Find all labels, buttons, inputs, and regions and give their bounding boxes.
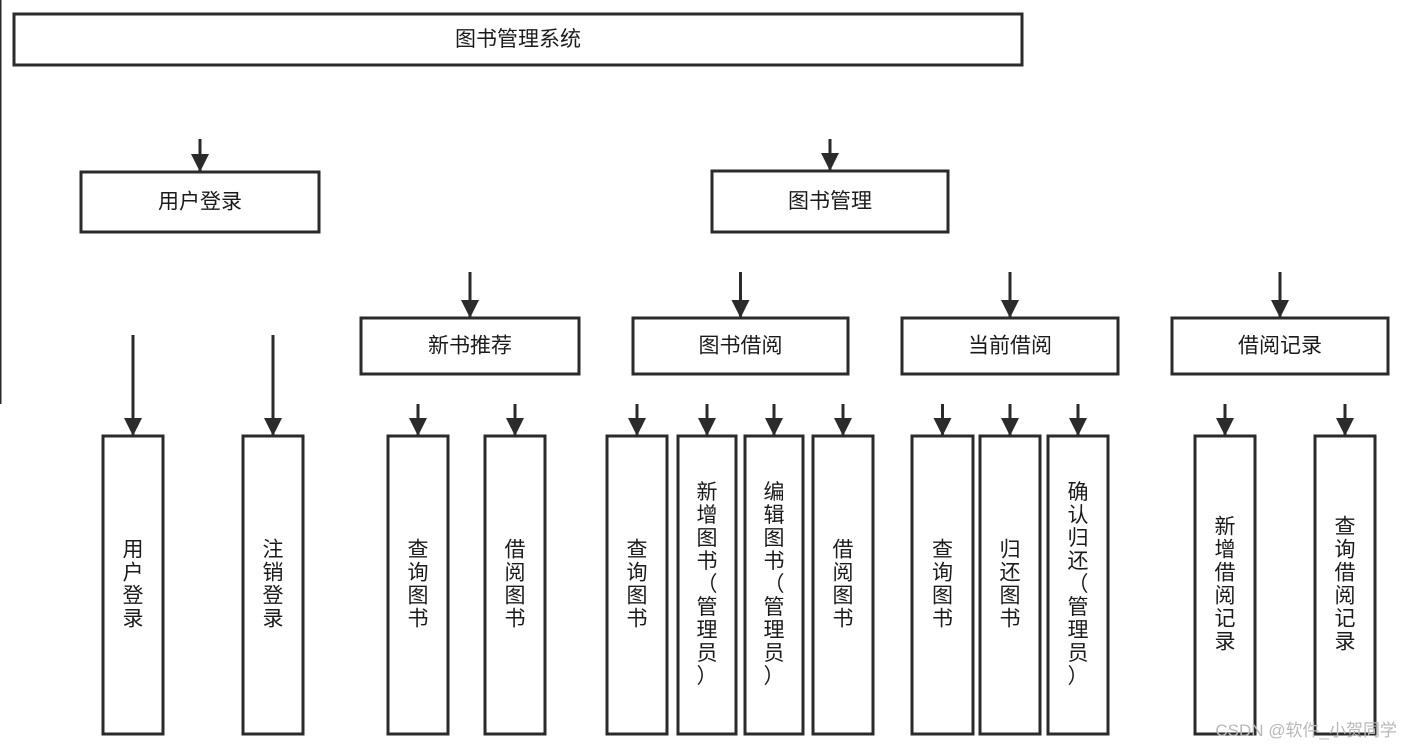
node-label: 新书推荐 bbox=[428, 335, 512, 358]
node-box bbox=[12, 12, 1024, 67]
arrow-head bbox=[1216, 418, 1234, 436]
node-label: 查询图书 bbox=[932, 538, 953, 630]
node-box bbox=[676, 434, 738, 736]
arrow-head bbox=[191, 154, 209, 172]
node-current-borrow[interactable]: 当前借阅 bbox=[900, 316, 1120, 376]
node-current-confirm-return[interactable]: 确认归还（管理员） bbox=[1046, 434, 1110, 736]
arrow-head bbox=[409, 418, 427, 436]
node-label: 借阅图书 bbox=[505, 538, 526, 630]
node-new-book-recommend[interactable]: 新书推荐 bbox=[359, 316, 581, 376]
arrow-head bbox=[1001, 300, 1019, 318]
node-label: 查询图书 bbox=[627, 538, 648, 630]
node-label: 注销登录 bbox=[263, 538, 284, 630]
node-box bbox=[1313, 434, 1377, 736]
node-box bbox=[241, 434, 305, 736]
node-book-borrow[interactable]: 图书借阅 bbox=[631, 316, 850, 376]
node-book-manage[interactable]: 图书管理 bbox=[710, 169, 950, 234]
node-root[interactable]: 图书管理系统 bbox=[12, 12, 1024, 67]
node-label: 用户登录 bbox=[158, 191, 242, 214]
node-box bbox=[359, 316, 581, 376]
node-box bbox=[631, 316, 850, 376]
arrow-head bbox=[461, 300, 479, 318]
node-box bbox=[978, 434, 1042, 736]
node-label: 归还图书 bbox=[1000, 538, 1021, 630]
node-user-logout-leaf[interactable]: 注销登录 bbox=[241, 434, 305, 736]
node-borrow-query-book[interactable]: 查询图书 bbox=[605, 434, 669, 736]
arrow-head bbox=[1001, 418, 1019, 436]
node-label: 编辑图书（管理员） bbox=[764, 481, 785, 688]
arrow-head bbox=[698, 418, 716, 436]
node-box bbox=[910, 434, 975, 736]
node-label: 图书借阅 bbox=[699, 335, 783, 358]
node-user-login-leaf[interactable]: 用户登录 bbox=[101, 434, 165, 736]
node-label: 新增借阅记录 bbox=[1215, 515, 1236, 653]
arrow-head bbox=[765, 418, 783, 436]
node-borrow-add-book[interactable]: 新增图书（管理员） bbox=[676, 434, 738, 736]
node-label: 借阅记录 bbox=[1238, 335, 1322, 358]
arrow-head bbox=[1271, 300, 1289, 318]
node-recommend-query-book[interactable]: 查询图书 bbox=[386, 434, 450, 736]
watermark-text: CSDN @软件_小贺同学 bbox=[1215, 721, 1397, 740]
node-record-add[interactable]: 新增借阅记录 bbox=[1193, 434, 1257, 736]
node-user-login[interactable]: 用户登录 bbox=[79, 170, 321, 234]
arrow-head bbox=[1069, 418, 1087, 436]
node-label: 查询图书 bbox=[408, 538, 429, 630]
node-box bbox=[811, 434, 875, 736]
node-box bbox=[605, 434, 669, 736]
node-label: 当前借阅 bbox=[968, 335, 1052, 358]
node-current-return-book[interactable]: 归还图书 bbox=[978, 434, 1042, 736]
node-borrow-record[interactable]: 借阅记录 bbox=[1170, 316, 1390, 376]
node-label: 用户登录 bbox=[123, 538, 144, 630]
arrow-head bbox=[628, 418, 646, 436]
node-borrow-borrow-book[interactable]: 借阅图书 bbox=[811, 434, 875, 736]
node-box bbox=[483, 434, 547, 736]
edges-layer bbox=[0, 0, 1354, 436]
node-record-query[interactable]: 查询借阅记录 bbox=[1313, 434, 1377, 736]
node-label: 查询借阅记录 bbox=[1335, 515, 1356, 653]
node-box bbox=[101, 434, 165, 736]
node-recommend-borrow-book[interactable]: 借阅图书 bbox=[483, 434, 547, 736]
arrow-head bbox=[506, 418, 524, 436]
node-box bbox=[1170, 316, 1390, 376]
node-box bbox=[1193, 434, 1257, 736]
arrow-head bbox=[821, 153, 839, 171]
arrow-head bbox=[264, 418, 282, 436]
arrow-head bbox=[731, 300, 750, 318]
node-borrow-edit-book[interactable]: 编辑图书（管理员） bbox=[743, 434, 805, 736]
arrow-head bbox=[124, 418, 142, 436]
node-box bbox=[386, 434, 450, 736]
node-label: 借阅图书 bbox=[833, 538, 854, 630]
node-label: 新增图书（管理员） bbox=[697, 481, 718, 688]
node-label: 图书管理 bbox=[788, 190, 872, 213]
node-box bbox=[1046, 434, 1110, 736]
arrow-head bbox=[834, 418, 852, 436]
node-current-query-book[interactable]: 查询图书 bbox=[910, 434, 975, 736]
node-label: 图书管理系统 bbox=[455, 28, 581, 51]
nodes-layer: 图书管理系统用户登录用户登录注销登录图书管理新书推荐查询图书借阅图书图书借阅查询… bbox=[12, 12, 1390, 736]
node-label: 确认归还（管理员） bbox=[1068, 481, 1089, 688]
arrow-head bbox=[933, 418, 952, 436]
node-box bbox=[79, 170, 321, 234]
node-box bbox=[743, 434, 805, 736]
node-box bbox=[900, 316, 1120, 376]
arrow-head bbox=[1336, 418, 1354, 436]
node-box bbox=[710, 169, 950, 234]
